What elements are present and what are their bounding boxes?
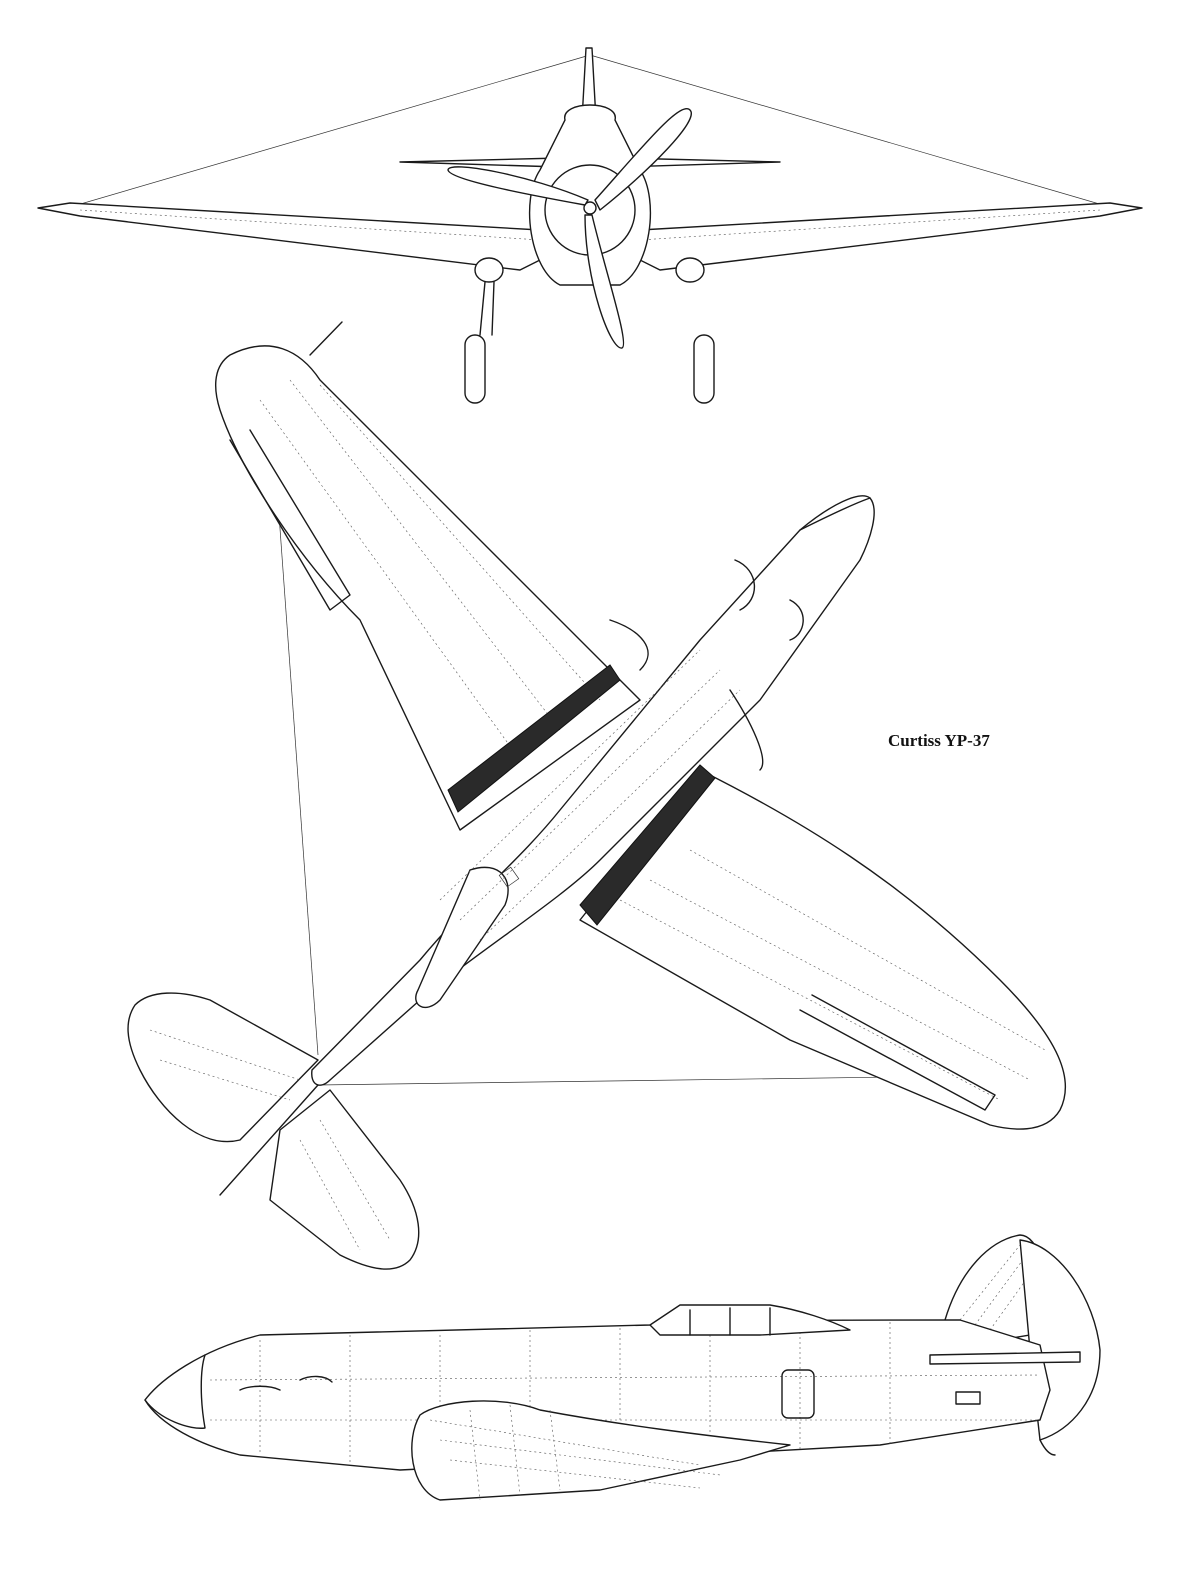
front-wheel-left <box>464 334 486 404</box>
side-wing <box>411 1400 791 1501</box>
front-wing-right-panel-line <box>639 209 1101 241</box>
plan-stabilizer-right <box>269 1089 420 1270</box>
front-wheel-right <box>693 334 715 404</box>
plan-wing-root-fillets <box>609 619 764 771</box>
side-tailplane <box>929 1351 1081 1365</box>
side-spinner <box>144 1354 206 1429</box>
side-canopy-frames <box>689 1307 771 1336</box>
plan-stabilizer-left <box>127 992 319 1143</box>
front-wing-left <box>37 202 551 271</box>
side-access-door <box>781 1369 815 1419</box>
plan-rudder-line <box>219 1084 319 1196</box>
plan-wing-upper-left-flap <box>447 664 621 813</box>
side-wing-grid <box>429 1404 721 1501</box>
plan-wing-upper-left <box>215 345 641 831</box>
front-spinner-hub <box>583 201 597 215</box>
plan-wing-upper-left-ribs <box>259 379 601 761</box>
side-tail-wheel <box>1039 1439 1056 1456</box>
front-view <box>37 47 1143 404</box>
plan-wing-lower-right-ribs <box>619 849 1046 1101</box>
plan-stabilizer-left-ribs <box>149 1029 301 1101</box>
front-guide-line-right <box>589 54 1121 211</box>
front-gear-fairing-right <box>675 257 705 283</box>
plan-wing-upper-left-aileron <box>229 429 351 611</box>
plan-fuselage-panel-lines <box>439 649 741 941</box>
plan-pitot-tube <box>309 321 343 356</box>
front-prop-blade-upper <box>594 108 692 211</box>
plan-wing-lower-right <box>579 769 1067 1130</box>
plan-spinner <box>799 497 871 531</box>
front-wing-left-panel-line <box>79 209 541 241</box>
plan-cockpit-canopy <box>415 866 509 1009</box>
plan-stabilizer-right-ribs <box>299 1119 391 1251</box>
plan-exhaust-stacks <box>734 559 804 641</box>
side-fuselage-frames <box>259 1322 891 1470</box>
side-view <box>144 1234 1101 1501</box>
side-canopy <box>649 1304 851 1336</box>
aircraft-name-label: Curtiss YP-37 <box>888 731 990 750</box>
side-fuselage-stringers <box>209 1374 1041 1421</box>
front-gear-fairing-left <box>474 257 504 283</box>
plan-view <box>127 321 1067 1270</box>
front-guide-line-left <box>59 54 591 211</box>
side-exhausts <box>239 1375 333 1391</box>
plan-wing-lower-right-flap <box>579 764 716 926</box>
plan-cockpit-hatch <box>498 866 520 888</box>
front-prop-blade-lower <box>584 214 625 349</box>
side-small-panel <box>955 1391 981 1405</box>
plan-wing-lower-right-aileron <box>799 994 996 1111</box>
front-wing-right <box>629 202 1143 271</box>
front-gear-strut-left <box>479 281 495 336</box>
front-prop-blade-left <box>447 166 589 206</box>
